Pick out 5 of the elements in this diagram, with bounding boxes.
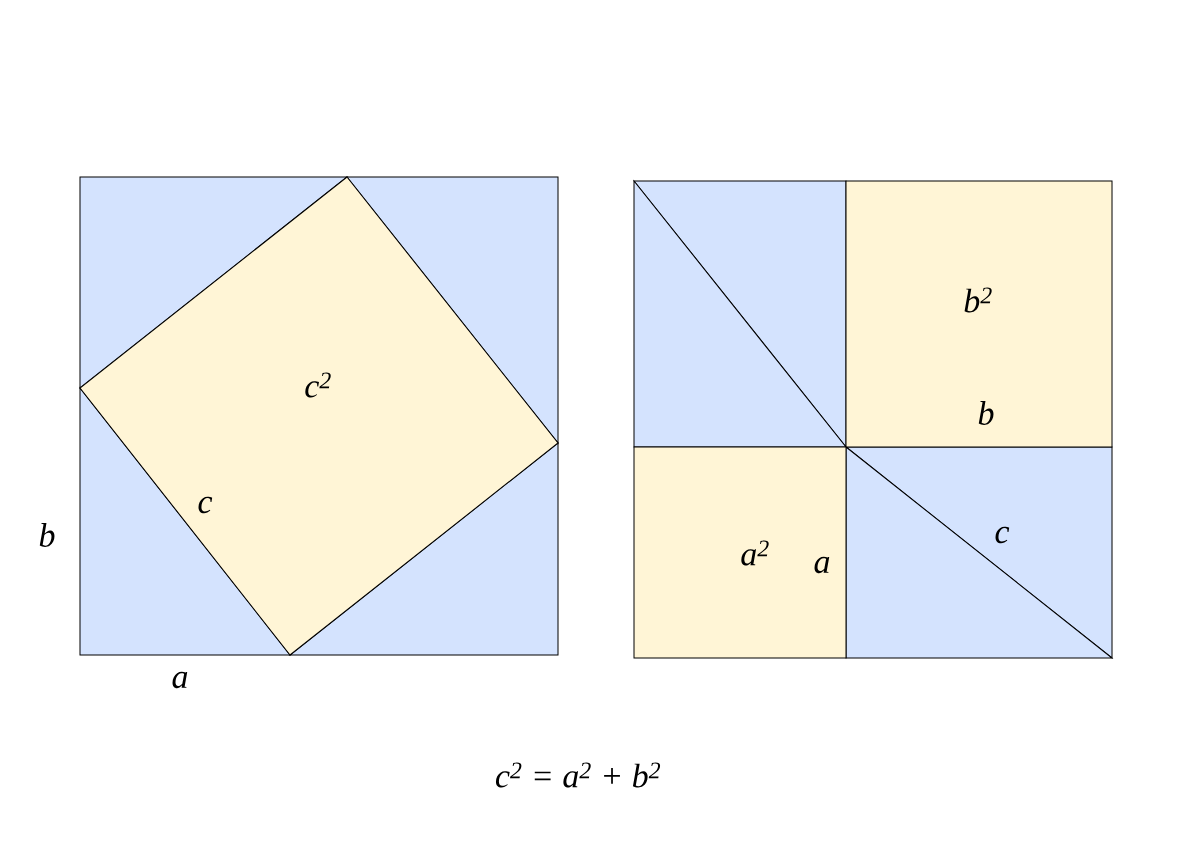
side-label: b [978,401,994,425]
side-label: c [198,496,213,514]
side-label: c [995,526,1010,544]
side-label: a [814,556,830,574]
equation: c$^{2}$ = a$^{2}$ + b$^{2}$ [495,762,661,788]
